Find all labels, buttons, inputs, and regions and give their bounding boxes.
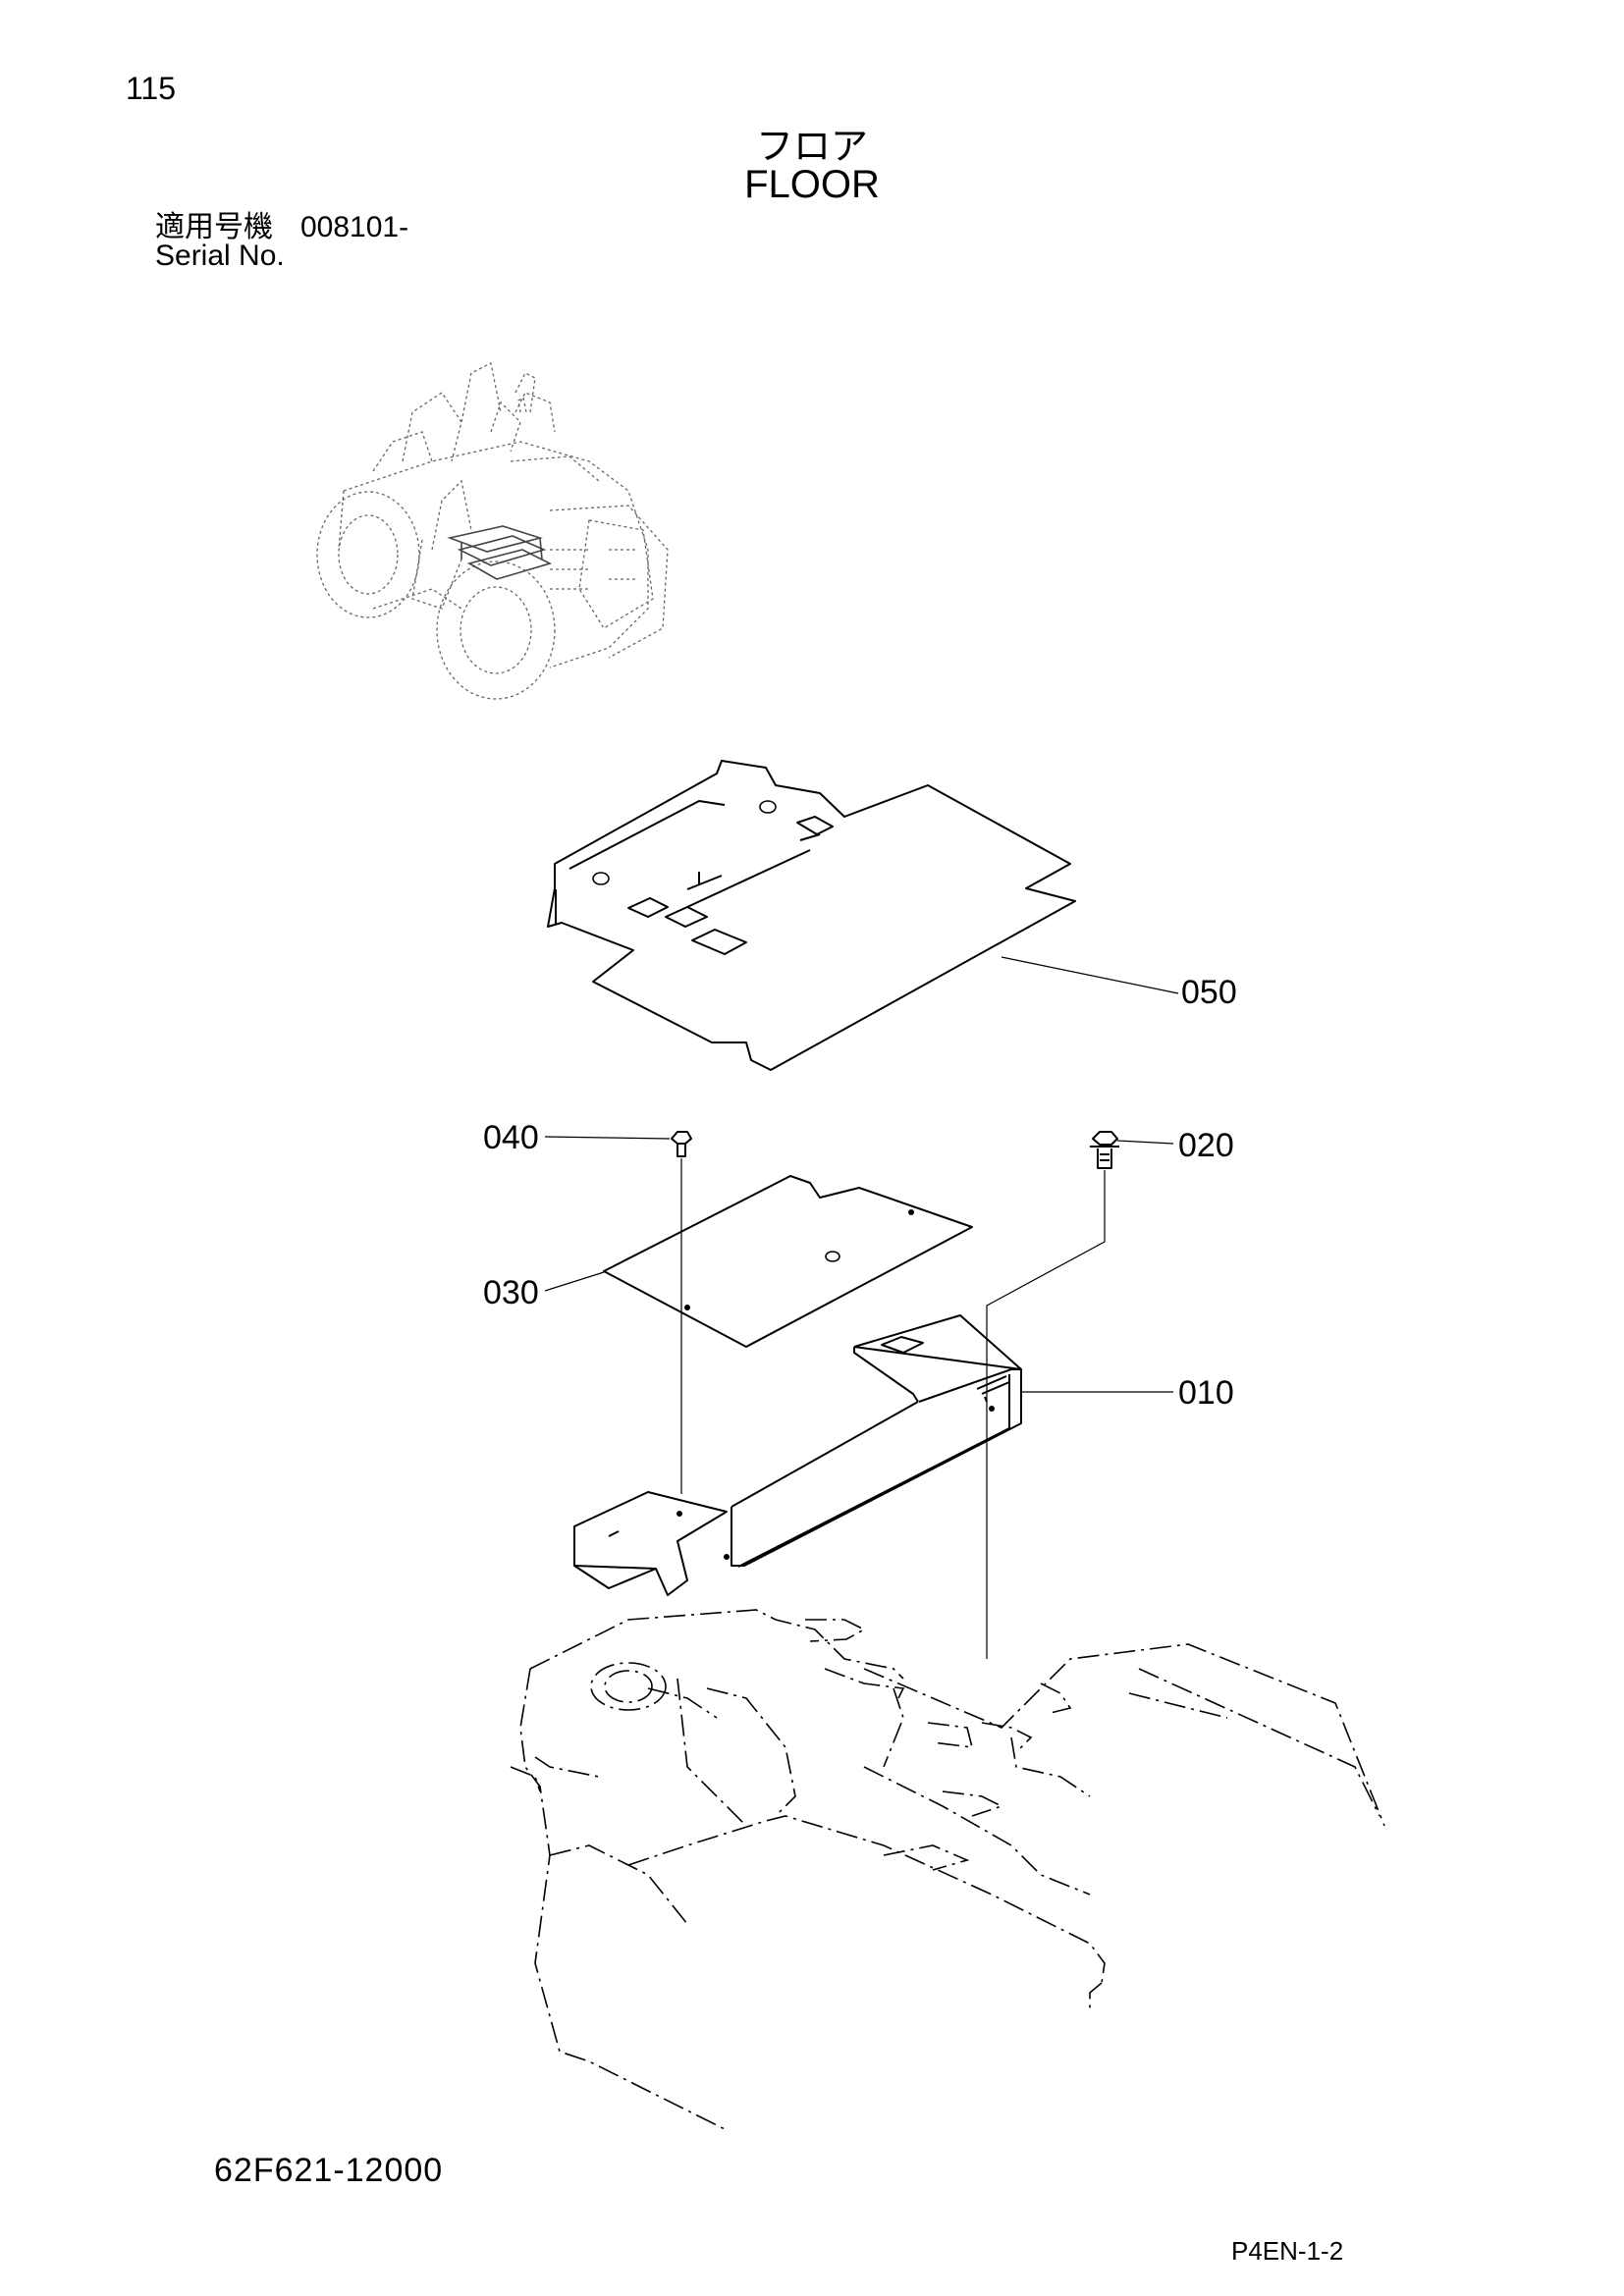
callout-leaders — [544, 956, 1179, 1393]
machine-location-thumbnail — [316, 362, 669, 700]
callout-040: 040 — [483, 1119, 539, 1156]
serial-value: 008101- — [300, 211, 409, 243]
part-010-bracket[interactable] — [573, 1314, 1022, 1596]
assembly-guide-lines — [680, 1158, 1106, 1659]
part-050-floor-mat[interactable] — [547, 760, 1076, 1071]
part-030-cover-plate[interactable] — [603, 1175, 973, 1348]
title-english: FLOOR — [744, 163, 880, 206]
callout-050: 050 — [1181, 974, 1237, 1011]
callout-020: 020 — [1178, 1127, 1234, 1164]
serial-label-jp-text: 適用号機 — [155, 210, 273, 244]
serial-label-japanese: 適用号機 008101- — [155, 202, 408, 245]
page-reference: P4EN-1-2 — [1231, 2236, 1344, 2266]
part-020-bolt[interactable] — [1090, 1131, 1119, 1169]
callout-labels: 050 040 020 030 010 — [483, 974, 1237, 1412]
machine-frame-outline — [510, 1609, 1385, 2131]
page-number: 115 — [126, 71, 177, 106]
serial-label-english: Serial No. — [155, 240, 285, 272]
title-japanese: フロア — [755, 125, 868, 168]
callout-030: 030 — [483, 1274, 539, 1311]
callout-010: 010 — [1178, 1374, 1234, 1412]
part-code: 62F621-12000 — [214, 2152, 444, 2189]
part-040-screw[interactable] — [671, 1131, 692, 1157]
